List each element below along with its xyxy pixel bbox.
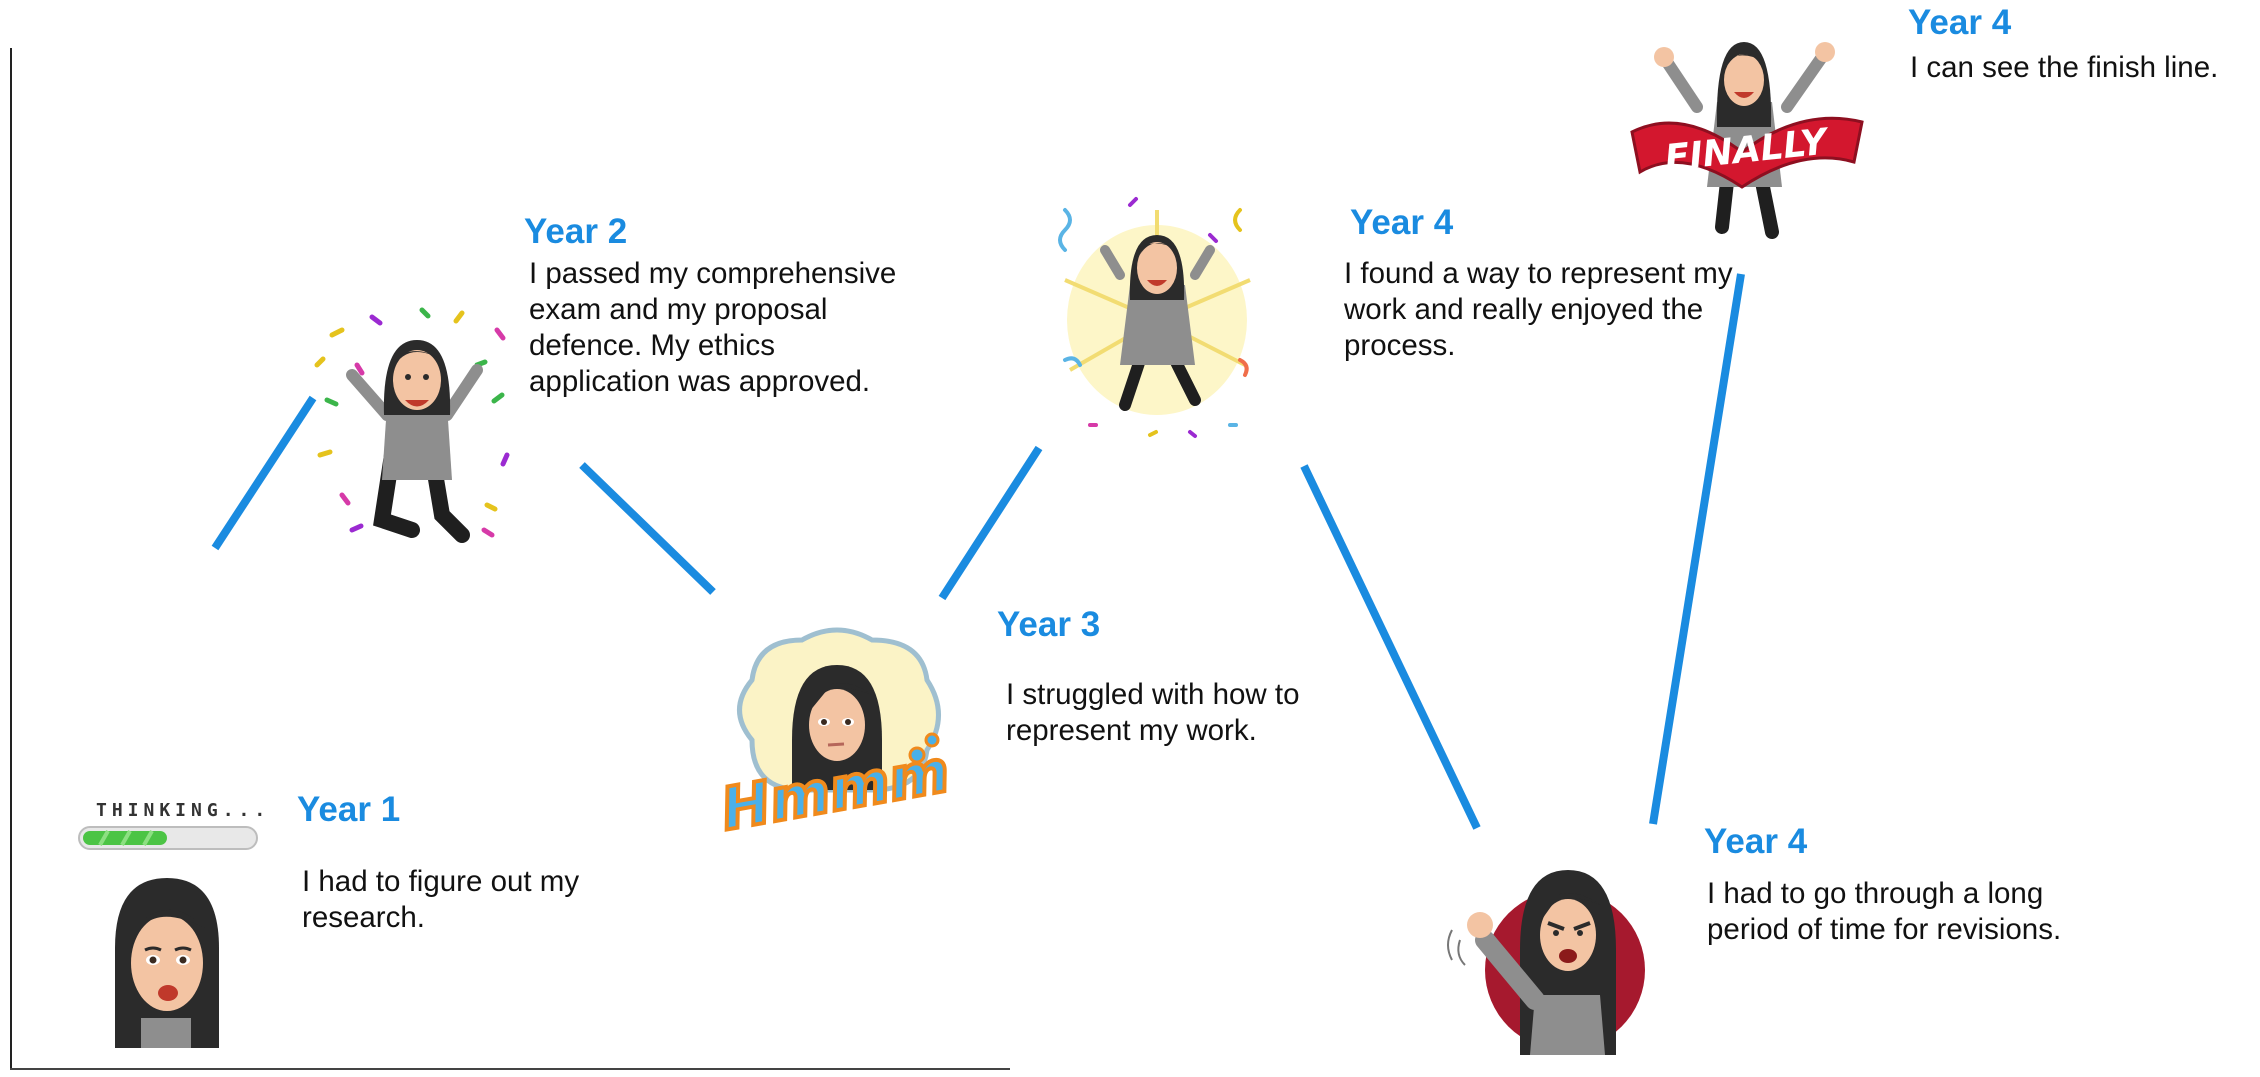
milestone-description: I had to figure out my research. xyxy=(302,865,580,934)
milestone-description: I struggled with how to represent my wor… xyxy=(1006,678,1300,747)
milestone-year-label: Year 3 xyxy=(997,605,1101,644)
connector-line-4a-4b xyxy=(1300,464,1481,830)
milestone-year-label: Year 4 xyxy=(1908,3,2012,42)
milestone-description: I had to go through a long period of tim… xyxy=(1707,877,2062,946)
connector-line-4b-4c xyxy=(1649,273,1745,825)
confetti-jump-avatar-icon xyxy=(312,305,522,545)
milestone-description: I can see the finish line. xyxy=(1910,51,2219,84)
celebrate-avatar-icon xyxy=(1050,190,1265,445)
angry-avatar-icon xyxy=(1440,830,1660,1055)
connector-line-3-4a xyxy=(938,445,1043,601)
frame-bottom-border xyxy=(10,1068,1010,1070)
milestone-description: I passed my comprehensive exam and my pr… xyxy=(529,257,897,398)
finally-avatar-icon: FINALLY xyxy=(1622,12,1872,242)
connector-line-1-2 xyxy=(211,395,317,551)
thinking-avatar-icon xyxy=(95,868,235,1048)
milestone-description: I found a way to represent my work and r… xyxy=(1344,257,1733,362)
milestone-year-label: Year 2 xyxy=(524,212,628,251)
hmmm-avatar-icon: Hmmm xyxy=(722,620,952,840)
milestone-year-label: Year 1 xyxy=(297,790,401,829)
thinking-progress-bar xyxy=(78,826,258,850)
frame-left-border xyxy=(10,48,12,1070)
connector-line-2-3 xyxy=(579,462,716,595)
thinking-label: THINKING... xyxy=(96,800,271,821)
milestone-year-label: Year 4 xyxy=(1704,822,1808,861)
milestone-year-label: Year 4 xyxy=(1350,203,1454,242)
